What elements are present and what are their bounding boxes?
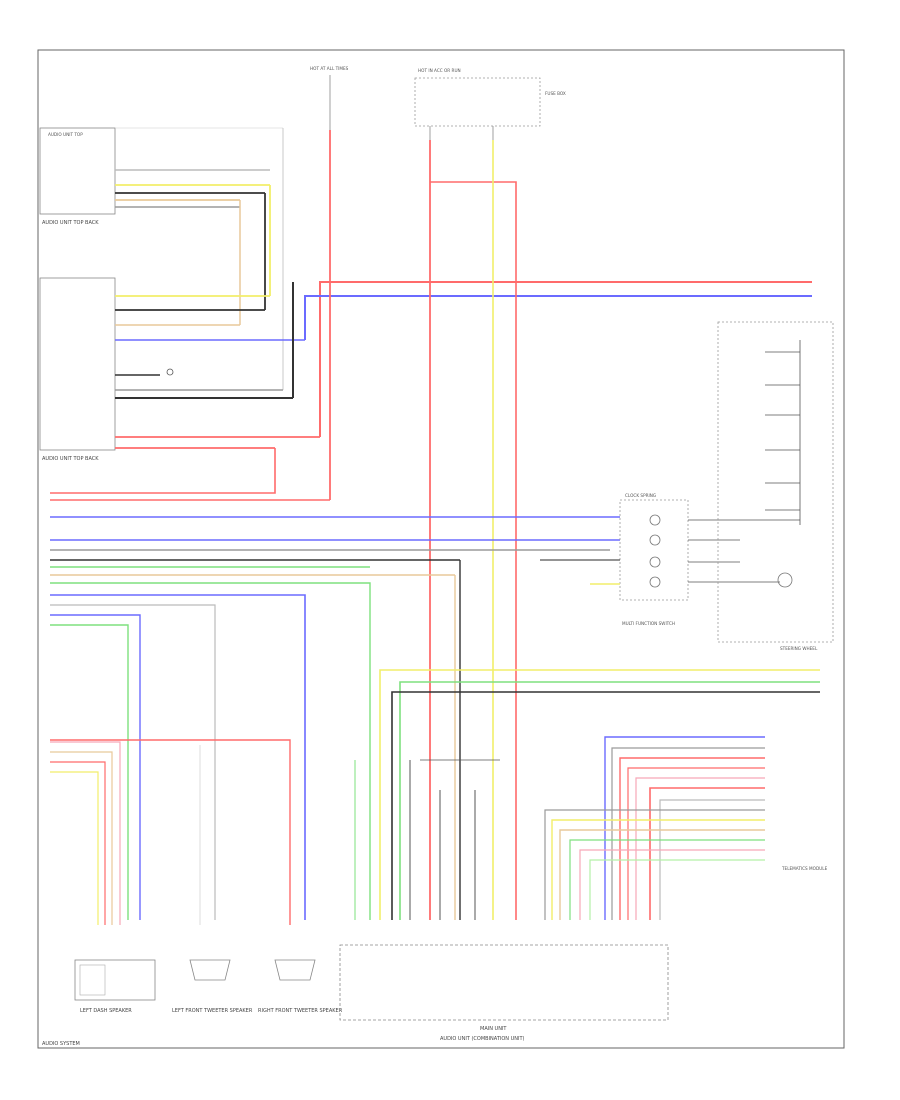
main-unit-sub-label: AUDIO UNIT (COMBINATION UNIT) — [440, 1036, 525, 1042]
clock-spring: CLOCK SPRING MULTI FUNCTION SWITCH — [619, 493, 689, 626]
steering-wheel-label: STEERING WHEEL — [780, 646, 818, 651]
left-front-speaker-label: LEFT FRONT TWEETER SPEAKER — [172, 1008, 253, 1014]
telematics-label: TELEMATICS MODULE — [781, 866, 828, 871]
left-dash-speaker: LEFT DASH SPEAKER — [74, 959, 156, 1014]
footer-label: AUDIO SYSTEM — [42, 1041, 80, 1047]
right-front-speaker-label: RIGHT FRONT TWEETER SPEAKER — [258, 1008, 343, 1014]
multi-function-switch-label: MULTI FUNCTION SWITCH — [622, 621, 675, 626]
fuse-box-label: FUSE BOX — [545, 91, 566, 96]
fuse-hot-1: HOT AT ALL TIMES — [310, 66, 349, 130]
left-front-speaker: LEFT FRONT TWEETER SPEAKER — [172, 959, 253, 1014]
fuse-hot-2-label: HOT IN ACC OR RUN — [418, 68, 461, 73]
fuse-hot-1-label: HOT AT ALL TIMES — [310, 66, 349, 71]
diagram-frame — [37, 49, 845, 1049]
audio-unit-mid: AUDIO UNIT TOP BACK — [39, 277, 320, 462]
steering-wheel: STEERING WHEEL — [717, 321, 834, 651]
audio-unit-top-title: AUDIO UNIT TOP — [48, 132, 83, 137]
left-dash-speaker-label: LEFT DASH SPEAKER — [80, 1008, 132, 1014]
audio-unit-mid-caption: AUDIO UNIT TOP BACK — [42, 456, 99, 462]
main-unit: MAIN UNIT AUDIO UNIT (COMBINATION UNIT) — [339, 944, 669, 1042]
audio-unit-top: AUDIO UNIT TOP AUDIO UNIT TOP BACK — [39, 127, 283, 226]
fuse-box — [414, 77, 541, 127]
clock-spring-label: CLOCK SPRING — [625, 493, 656, 498]
audio-unit-top-caption: AUDIO UNIT TOP BACK — [42, 220, 99, 226]
right-front-speaker: RIGHT FRONT TWEETER SPEAKER — [258, 959, 343, 1014]
main-unit-label: MAIN UNIT — [480, 1026, 507, 1032]
